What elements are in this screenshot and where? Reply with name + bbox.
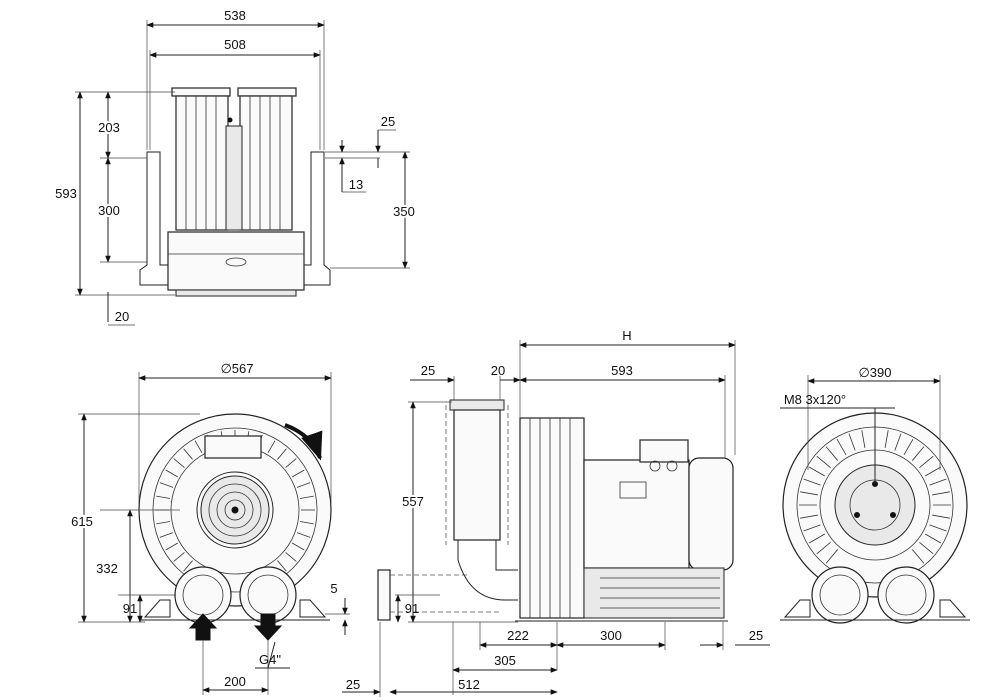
dim-25-side-top: 25 [421,363,435,378]
dim-203: 203 [98,120,120,135]
front-view: ∅567 615 332 91 5 200 G4" [69,361,350,695]
fin-line [929,478,947,486]
fin-line [285,552,297,562]
fin-line [932,491,950,496]
dim-615: 615 [71,514,93,529]
dim-512: 512 [458,677,480,692]
dim-350: 350 [393,204,415,219]
fin-line [800,514,818,519]
fin-line [825,446,839,461]
dim-H: H [622,328,631,343]
fin-line [803,478,821,486]
dim-508: 508 [224,37,246,52]
dim-300-side: 300 [600,628,622,643]
fin-line [299,521,314,525]
fin-line [825,549,839,564]
top-view: 538 508 593 203 300 20 25 [55,8,417,326]
dim-25-side-right: 25 [749,628,763,643]
dim-91-side: 91 [405,601,419,616]
fin-line [808,466,825,477]
side-view: H 25 20 593 557 91 222 300 [342,328,770,697]
dim-538: 538 [224,8,246,23]
fin-line [285,458,297,468]
dim-557: 557 [402,494,424,509]
fin-line [800,491,818,496]
fin-line [836,438,847,455]
fin-line [911,549,925,564]
dim-front-diameter: ∅567 [220,361,253,376]
fin-line [884,430,889,448]
fin-line [925,466,942,477]
fin-line [194,440,203,454]
fin-line [808,533,825,544]
dim-300-top: 300 [98,203,120,218]
dim-332: 332 [96,561,118,576]
flow-out-arrow-icon [253,613,283,641]
fin-line [911,446,925,461]
dim-20-top: 20 [115,309,129,324]
fin-line [894,433,902,451]
fin-line [903,438,914,455]
fin-line [165,542,179,551]
dim-5-foot: 5 [330,581,337,596]
dim-13-bracket: 13 [349,177,363,192]
fin-line [183,448,193,460]
fin-line [291,542,305,551]
dim-25-bracket: 25 [381,114,395,129]
fin-line [919,541,934,555]
fin-line [296,482,311,488]
dim-91-front: 91 [123,601,137,616]
rear-view: ∅390 M8 3x120° [780,365,970,624]
fin-line [932,514,950,519]
dim-222: 222 [507,628,529,643]
fin-line [173,552,185,562]
fin-line [159,482,174,488]
fin-line [183,560,193,572]
fin-line [296,532,311,538]
fin-line [173,458,185,468]
fin-line [803,524,821,532]
fin-line [277,560,287,572]
rotation-arrow-icon [284,423,323,461]
fin-line [919,455,934,469]
fin-line [299,495,314,499]
label-thread: G4" [259,652,281,667]
fin-line [929,524,947,532]
fin-line [159,532,174,538]
fin-line [925,533,942,544]
fin-line [165,469,179,478]
fin-line [156,495,171,499]
fin-line [848,433,856,451]
dim-593-side: 593 [611,363,633,378]
dim-rear-diameter: ∅390 [858,365,891,380]
label-bolts: M8 3x120° [784,392,846,407]
dim-305: 305 [494,653,516,668]
fin-line [277,448,287,460]
fin-line [156,521,171,525]
dim-20-side: 20 [491,363,505,378]
flow-in-arrow-icon [188,613,218,641]
fin-line [291,469,305,478]
fin-line [861,430,866,448]
dim-200: 200 [224,674,246,689]
fin-line [267,440,276,454]
fin-line [816,541,831,555]
dim-25-side-bottom: 25 [346,677,360,692]
dim-593-top: 593 [55,186,77,201]
fin-line [816,455,831,469]
